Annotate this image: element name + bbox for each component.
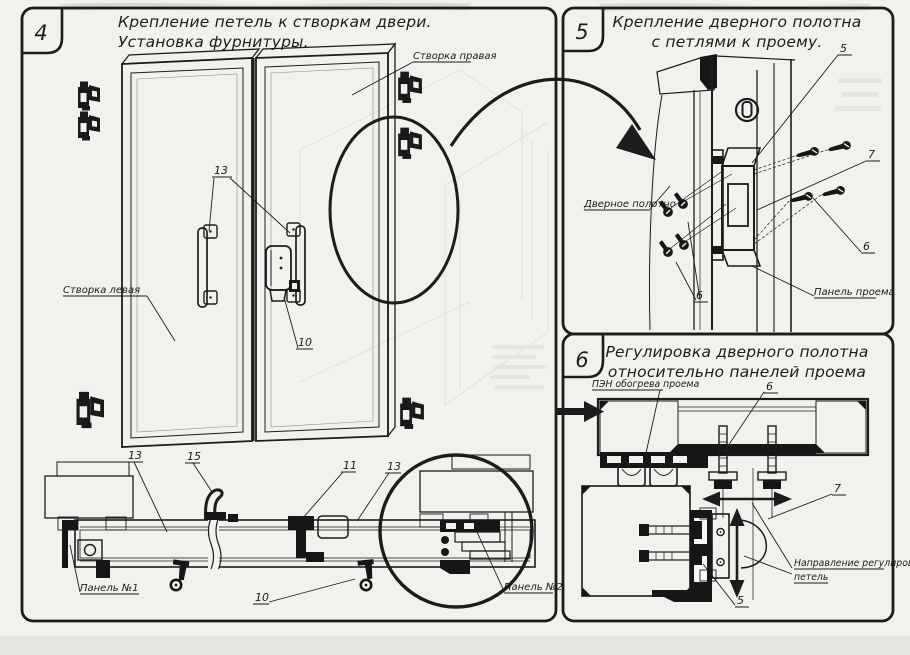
panel-4-number: 4 [34,21,47,45]
panel-6: 6 Регулировка дверного полотна относител… [556,332,910,623]
plan-section-callouts: 13 15 11 13 Панель №1 10 Панель №2 [69,449,563,605]
panel-6-number-box [564,335,605,379]
arrowhead [584,401,604,422]
latch-device [265,245,300,302]
label-heater: ПЭН обогрева проема [592,379,700,390]
callout-13-handles: 13 [214,164,228,177]
panel-5-number: 5 [575,20,588,44]
hinge-assembly [711,147,762,267]
panel-6-title-line2: относительно панелей проема [608,363,866,381]
handle-profile [204,488,224,519]
panel-6-callouts: ПЭН обогрева проема 6 7 Направление регу… [592,379,910,608]
right-leaf [255,52,389,442]
label-opening-panel: Панель проема [814,287,895,298]
panel-6-title-line1: Регулировка дверного полотна [605,343,868,361]
left-leaf [121,57,253,448]
panel-5-title-line2: с петлями к проему. [652,33,823,51]
arrowhead [616,124,656,160]
door-front-view [76,42,460,448]
handle-right [286,222,306,306]
callout-10-stopper: 10 [255,591,269,604]
callout-5-hinge: 5 [840,42,847,55]
callout-11-lock: 11 [343,459,357,472]
panel-4: 4 Крепление петель к створкам двери. Уст… [20,6,563,623]
adjustment-bolt [708,425,738,489]
detail-circle-bottom [378,453,534,609]
panel-4-frame [20,6,558,623]
callout-6-screw-right: 6 [863,240,870,253]
fixing-bolt [639,547,702,565]
brick-wall-right [419,470,534,513]
plan-section [44,453,536,609]
label-direction-line2: петель [794,572,828,583]
callout-10-latch: 10 [298,336,312,349]
fixing-bolt [639,521,702,539]
wall-door-section [581,452,754,602]
label-door-leaf: Дверное полотно [583,199,676,210]
panel-6-number: 6 [575,348,588,372]
adjustment-direction-arrows [702,491,792,598]
detail-callout-circle [328,115,460,305]
callout-13-right-leaf: 13 [387,460,401,473]
panel-5: 5 Крепление дверного полотна с петлями к… [561,6,895,336]
panel-5-title-line1: Крепление дверного полотна [613,13,862,31]
panel-4-title-line2: Установка фурнитуры. [118,33,309,51]
hinge-to-frame-detail [649,54,853,332]
callout-7-screws: 7 [868,148,875,161]
label-leaf-left: Створка левая [63,285,140,296]
callout-7-adjust: 7 [834,482,841,495]
label-direction-line1: Направление регулировки [794,558,910,569]
panel-5-callouts: 5 7 6 6 Дверное полотно Панель проема [583,42,895,303]
callout-5-hinge: 5 [737,594,744,607]
panel-4-callouts: 13 10 Створка левая Створка правая [63,51,497,350]
panel-5-number-box [564,9,605,53]
adjustment-bolt [757,425,787,489]
panel-4-title-line1: Крепление петель к створкам двери. [118,13,432,31]
paper-edge-shadow [0,636,910,655]
panel-6-frame [561,332,895,623]
brick-wall-left [44,475,134,519]
callout-arrow-to-panel6 [556,401,604,422]
hinge-hole [734,97,760,123]
hinge-bracket [711,513,730,579]
callout-15-handle: 15 [187,450,201,463]
label-panel-2: Панель №2 [504,582,563,593]
label-panel-1: Панель №1 [80,583,139,594]
callout-arrow-to-panel5 [449,77,656,160]
handle-left [197,224,218,308]
label-leaf-right: Створка правая [413,51,497,62]
panel-4-number-box [23,9,64,55]
callout-13-left-leaf: 13 [128,449,142,462]
callout-6-bolt: 6 [766,380,773,393]
